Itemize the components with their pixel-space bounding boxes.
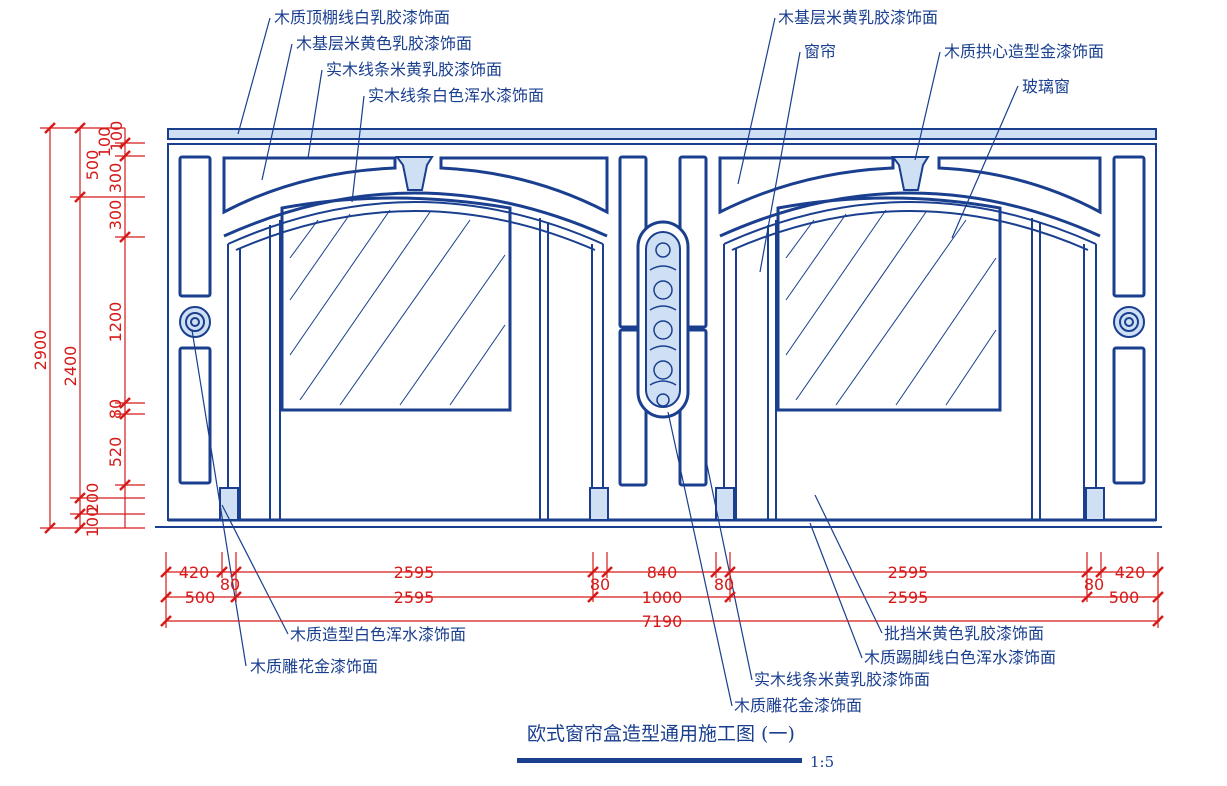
dim-b2-500-left: 500 [185,588,216,607]
left-rosette [179,306,211,338]
horizontal-dimension-text: 420 80 2595 80 840 80 2595 80 420 500 25… [179,563,1146,631]
label-ceiling-molding: 木质顶棚线白乳胶漆饰面 [274,8,450,27]
vertical-dimensions [40,122,145,534]
vertical-dimension-text: 2900 2400 200 100 500 100 100 300 300 12… [31,121,126,538]
dim-b1-80-b: 80 [590,575,610,594]
left-valance-panel [222,156,397,215]
elevation [155,128,1162,528]
dim-b1-2595-right: 2595 [888,563,929,582]
ceiling-cornice [167,128,1157,140]
right-post-upper-panel [1112,155,1146,298]
label-solid-wood-white: 实木线条白色浑水漆饰面 [368,86,544,105]
right-glass-window [776,196,1002,412]
annotation-labels: 木质顶棚线白乳胶漆饰面 木基层米黄色乳胶漆饰面 实木线条米黄乳胶漆饰面 实木线条… [250,8,1104,715]
dim-b2-500-right: 500 [1109,588,1140,607]
label-solid-wood-beige: 实木线条米黄乳胶漆饰面 [326,60,502,79]
dim-total-7190: 7190 [642,612,683,631]
drawing-title: 欧式窗帘盒造型通用施工图 (一) [527,723,795,745]
dim-b1-80-c: 80 [714,575,734,594]
dim-b1-80-d: 80 [1084,575,1104,594]
label-skirting-white: 木质踢脚线白色浑水漆饰面 [864,648,1056,667]
right-plinth-2 [1085,487,1105,521]
dim-100-bottom: 100 [83,507,102,538]
label-solid-wood-beige-bottom: 实木线条米黄乳胶漆饰面 [754,670,930,689]
right-arch-outer [719,191,1101,238]
dim-b1-80-a: 80 [220,575,240,594]
left-glass-window [280,196,512,412]
label-shaped-white: 木质造型白色浑水漆饰面 [290,625,466,644]
left-glass-hatch [289,209,506,406]
dim-300-b: 300 [106,200,125,231]
dim-100-b: 100 [107,121,126,152]
left-post-upper-panel [178,155,212,298]
label-base-beige-latex: 木基层米黄色乳胶漆饰面 [296,34,472,53]
dim-b2-2595-right: 2595 [888,588,929,607]
dim-300-a: 300 [106,163,125,194]
dim-100-a: 100 [95,127,114,158]
label-base-beige-right: 木基层米黄乳胶漆饰面 [778,8,938,27]
horizontal-dimensions [160,552,1164,628]
right-glass-hatch [785,209,997,406]
right-valance-panel [718,156,895,215]
dim-520: 520 [106,437,125,468]
dim-200: 200 [83,483,102,514]
left-plinth [219,487,239,521]
label-carved-gold-center: 木质雕花金漆饰面 [734,696,862,715]
left-valance-panel-right [439,156,609,215]
left-keystone [395,156,434,191]
dim-b2-1000: 1000 [642,588,683,607]
label-carved-gold-left: 木质雕花金漆饰面 [250,657,378,676]
right-rosette [1113,306,1145,338]
dim-80: 80 [106,399,125,419]
right-bay [715,156,1105,521]
left-bay [219,156,609,521]
drawing-scale: 1:5 [810,753,834,771]
label-curtain: 窗帘 [804,42,836,61]
title-underline [517,758,802,763]
dim-b1-420-right: 420 [1115,563,1146,582]
medallion-carving [649,242,677,407]
label-keystone-gold: 木质拱心造型金漆饰面 [944,42,1104,61]
leader-lines [191,17,1019,707]
dim-1200: 1200 [106,302,125,343]
left-arch-outer [223,191,608,238]
right-post-lower-panel [1112,346,1146,485]
dim-b2-2595-left: 2595 [394,588,435,607]
right-keystone [891,156,930,191]
right-plinth [715,487,735,521]
label-putty-beige: 批挡米黄色乳胶漆饰面 [884,624,1044,643]
label-glass-window: 玻璃窗 [1022,77,1070,96]
dim-2900: 2900 [31,330,50,371]
dim-b1-2595-left: 2595 [394,563,435,582]
right-valance-panel-right [937,156,1102,215]
dim-2400: 2400 [61,346,80,387]
left-plinth-2 [589,487,609,521]
dim-b1-420-left: 420 [179,563,210,582]
dim-500: 500 [83,150,102,181]
dim-b1-840: 840 [647,563,678,582]
